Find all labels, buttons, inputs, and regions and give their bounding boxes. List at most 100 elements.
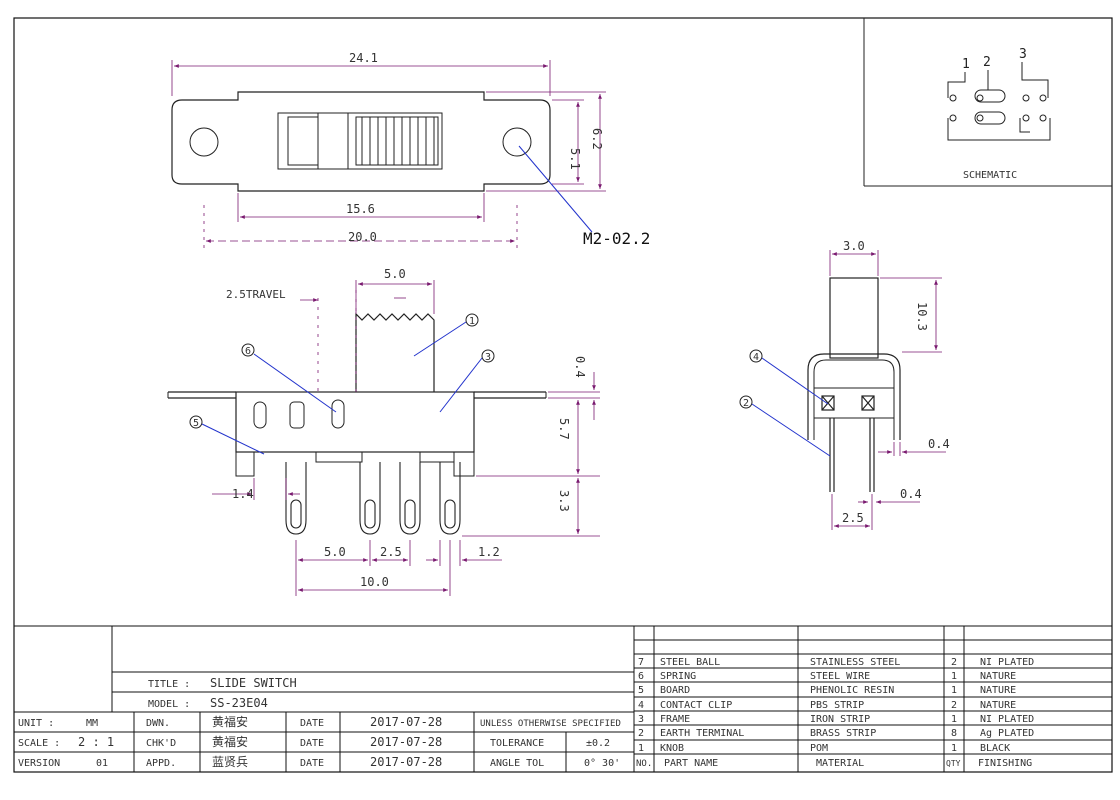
bom-cell-no: 1 [638, 743, 644, 754]
front-view-balloons-1: 3 [485, 352, 491, 363]
bom-cell-finish: NI PLATED [980, 714, 1034, 725]
tb-row-1: UNIT : MM DWN. 黄福安 DATE 2017-07-28 UNLES… [18, 714, 621, 729]
title-block [14, 625, 1112, 772]
title-block-rows-0-keyval: MM [86, 718, 98, 729]
dim-height-5-1: 5.1 [568, 148, 582, 170]
bom-header-no: NO. [636, 759, 652, 769]
title-block-rows-1-note: TOLERANCE [490, 738, 544, 749]
bom-cell-qty: 1 [951, 714, 957, 725]
title-block-rows-1-date: 2017-07-28 [370, 735, 442, 749]
bom-row: 2 EARTH TERMINAL BRASS STRIP 8 Ag PLATED [638, 728, 1034, 739]
dim-width-20-0: 20.0 [348, 230, 377, 244]
title-label: TITLE : [148, 679, 190, 690]
bom-cell-no: 5 [638, 685, 644, 696]
tb-row-3: VERSION 01 APPD. 蓝贤兵 DATE 2017-07-28 ANG… [18, 755, 620, 769]
side-view: 3.0 10.3 0.4 0.4 2.5 2 4 [739, 239, 950, 530]
title-block-rows-2-key: VERSION [18, 758, 60, 769]
travel-label: 2.5TRAVEL [226, 288, 286, 301]
bom-header-qty: QTY [946, 759, 961, 768]
dim-pitch-5-0: 5.0 [324, 545, 346, 559]
dim-side-knob-height: 10.3 [915, 302, 929, 331]
bom-cell-material: POM [810, 743, 828, 754]
title-block-rows-1-date-label: DATE [300, 738, 324, 749]
bom-cell-no: 4 [638, 700, 644, 711]
title-block-rows-0-date-label: DATE [300, 718, 324, 729]
title-block-rows-1-note-val: ±0.2 [586, 738, 610, 749]
bom-cell-part: EARTH TERMINAL [660, 728, 744, 739]
front-view: 5.0 2.5TRAVEL 0. [167, 267, 600, 596]
balloon-3: 3 [439, 349, 495, 413]
title-block-rows-0-role: DWN. [146, 718, 170, 729]
side-view-balloons-1: 4 [753, 352, 759, 363]
bom-cell-finish: NI PLATED [980, 657, 1034, 668]
bom-cell-material: IRON STRIP [810, 714, 870, 725]
bom-cell-qty: 1 [951, 671, 957, 682]
schematic-pin-3: 3 [1019, 47, 1027, 62]
dim-1-4: 1.4 [232, 487, 254, 501]
schematic-pin-1: 1 [962, 57, 970, 72]
balloon-1: 1 [413, 313, 479, 357]
bom-cell-qty: 2 [951, 657, 957, 668]
dim-overall-length: 24.1 [349, 51, 378, 65]
balloon-5: 5 [189, 415, 265, 455]
title-block-rows-2-date: 2017-07-28 [370, 755, 442, 769]
bom-row: 4 CONTACT CLIP PBS STRIP 2 NATURE [638, 700, 1016, 711]
bom-cell-material: STEEL WIRE [810, 671, 870, 682]
bom-cell-no: 7 [638, 657, 644, 668]
schematic-label: SCHEMATIC [963, 170, 1017, 181]
title-value: SLIDE SWITCH [210, 676, 297, 690]
dim-side-knob-width: 3.0 [843, 239, 865, 253]
bom-cell-finish: BLACK [980, 743, 1010, 754]
bom-header-finish: FINISHING [978, 758, 1032, 769]
dim-span-10-0: 10.0 [360, 575, 389, 589]
title-block-rows-2-role: APPD. [146, 758, 176, 769]
dim-side-0-4-a: 0.4 [928, 437, 950, 451]
dim-3-3: 3.3 [557, 490, 571, 512]
bom-cell-finish: NATURE [980, 700, 1016, 711]
balloon-4: 4 [749, 349, 829, 405]
bom-cell-part: FRAME [660, 714, 690, 725]
bom-cell-material: PBS STRIP [810, 700, 864, 711]
bom-cell-qty: 8 [951, 728, 957, 739]
front-view-balloons-3: 6 [245, 346, 251, 357]
dim-pitch-2-5: 2.5 [380, 545, 402, 559]
title-block-rows-0-note: UNLESS OTHERWISE SPECIFIED [480, 719, 621, 729]
sheet-border [13, 17, 1113, 773]
bom-table-grid [634, 626, 1112, 772]
bom-cell-qty: 1 [951, 743, 957, 754]
dim-side-pitch: 2.5 [842, 511, 864, 525]
bom-cell-part: CONTACT CLIP [660, 700, 732, 711]
bom-cell-part: STEEL BALL [660, 657, 720, 668]
tb-row-2: SCALE : 2 : 1 CHK'D 黄福安 DATE 2017-07-28 … [18, 734, 610, 749]
title-block-rows-2-name: 蓝贤兵 [212, 755, 248, 769]
bom-cell-material: STAINLESS STEEL [810, 657, 900, 668]
model-value: SS-23E04 [210, 696, 268, 710]
title-block-rows-0-date: 2017-07-28 [370, 715, 442, 729]
bom-cell-material: BRASS STRIP [810, 728, 876, 739]
bom-cell-finish: NATURE [980, 685, 1016, 696]
bom-header-material: MATERIAL [816, 758, 864, 769]
title-block-rows-2-date-label: DATE [300, 758, 324, 769]
dim-height-6-2: 6.2 [590, 128, 604, 150]
bom-header-part: PART NAME [664, 758, 718, 769]
bom-cell-qty: 1 [951, 685, 957, 696]
title-block-rows-1-keyval: 2 : 1 [78, 735, 114, 749]
dim-0-4-front: 0.4 [573, 356, 587, 378]
balloon-2: 2 [739, 395, 831, 457]
bom-cell-finish: Ag PLATED [980, 728, 1034, 739]
bom-header: NO. PART NAME MATERIAL QTY FINISHING [636, 758, 1032, 769]
bom-cell-qty: 2 [951, 700, 957, 711]
title-block-rows-2-note: ANGLE TOL [490, 758, 544, 769]
bom-cell-material: PHENOLIC RESIN [810, 685, 894, 696]
dim-side-0-4-b: 0.4 [900, 487, 922, 501]
hole-label: M2-02.2 [583, 229, 650, 248]
title-block-rows-2-note-val: 0° 30' [584, 758, 620, 769]
dim-knob-width: 5.0 [384, 267, 406, 281]
title-block-rows-2-keyval: 01 [96, 758, 108, 769]
bom-cell-no: 2 [638, 728, 644, 739]
